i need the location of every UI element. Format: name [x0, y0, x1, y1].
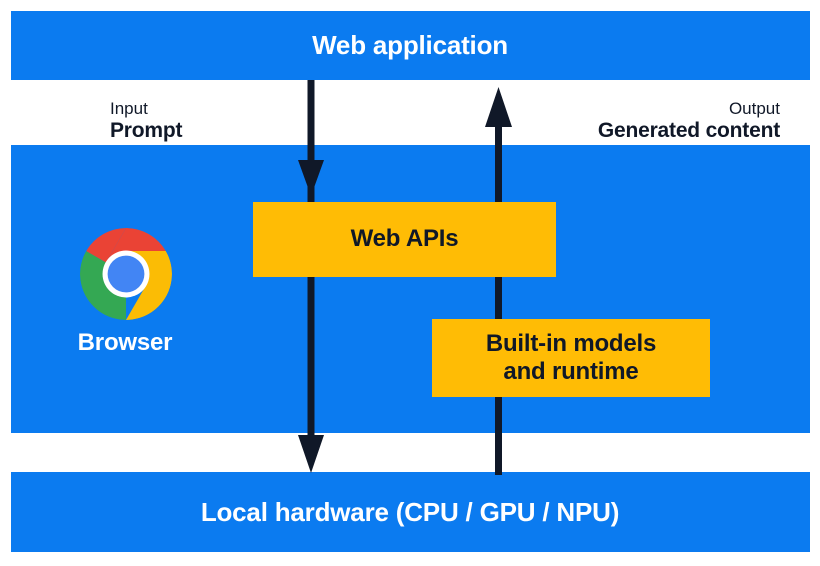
builtin-models-box[interactable]: Built-in models and runtime — [432, 319, 710, 397]
arrow-up-icon — [485, 87, 512, 475]
input-caption: Input — [110, 99, 148, 118]
web-application-title: Web application — [312, 30, 508, 60]
input-flow-label: Input Prompt — [110, 99, 183, 144]
output-caption: Output — [728, 99, 780, 118]
browser-group: Browser — [55, 228, 195, 368]
input-value: Prompt — [110, 119, 183, 143]
output-flow-label: Output Generated content — [598, 99, 780, 144]
output-value: Generated content — [597, 119, 780, 143]
arrow-down-icon — [298, 80, 324, 473]
browser-label: Browser — [77, 329, 173, 356]
web-apis-label: Web APIs — [350, 225, 459, 253]
band-local-hardware — [11, 472, 810, 552]
local-hardware-title: Local hardware (CPU / GPU / NPU) — [200, 497, 620, 527]
builtin-models-label-line1: Built-in models — [485, 329, 657, 357]
band-web-application — [11, 11, 810, 80]
web-apis-box[interactable]: Web APIs — [253, 202, 556, 277]
builtin-models-label-line2: and runtime — [503, 358, 639, 385]
builtin-models-label: Built-in models and runtime — [485, 329, 657, 387]
chrome-logo-icon — [80, 228, 172, 320]
